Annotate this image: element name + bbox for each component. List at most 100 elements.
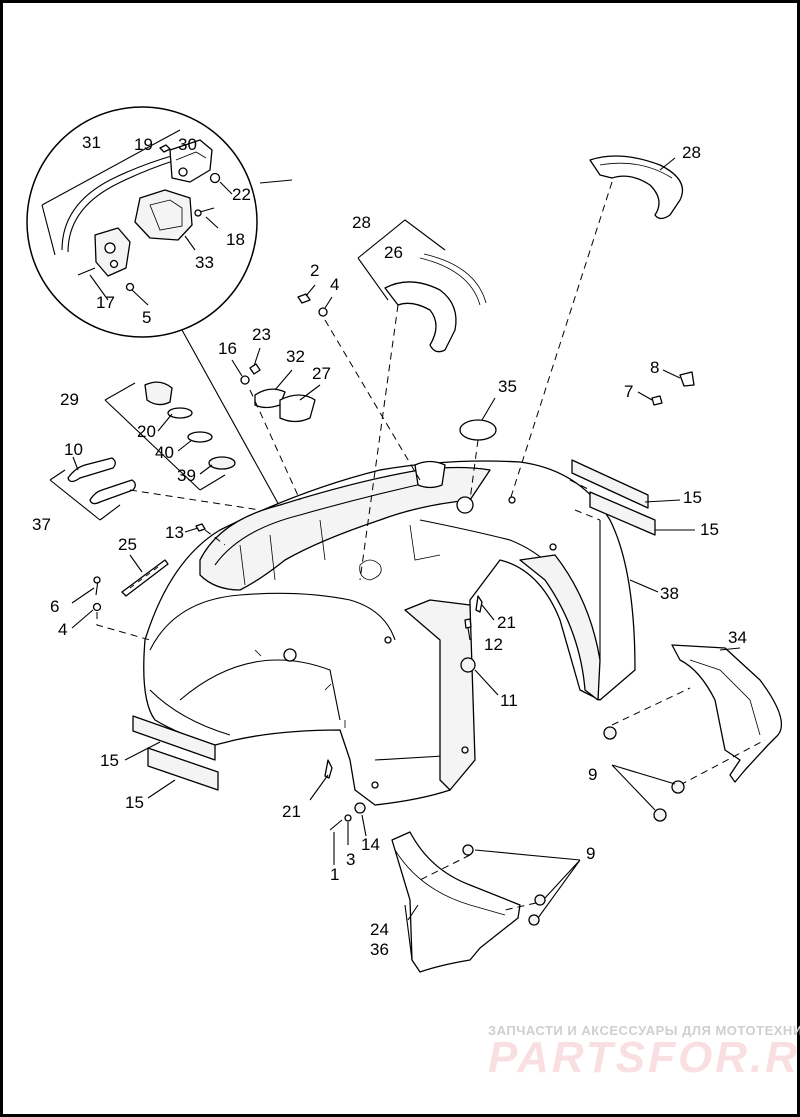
hinge-cover-28: [589, 155, 684, 220]
callout-13: 13: [165, 523, 184, 542]
callout-34: 34: [728, 628, 747, 647]
callout-27: 27: [312, 364, 331, 383]
callout-17: 17: [96, 293, 115, 312]
callout-28-mid: 28: [352, 213, 371, 232]
fastener-21b: [324, 759, 333, 779]
callout-29: 29: [60, 390, 79, 409]
part-8: [679, 371, 695, 387]
callout-6: 6: [50, 597, 59, 616]
callout-32: 32: [286, 347, 305, 366]
washer-3: [344, 814, 352, 822]
screw-2: [297, 293, 311, 304]
grommet-9b: [671, 780, 685, 794]
washer-4: [318, 307, 328, 317]
clip-19: [159, 144, 171, 153]
callout-4-top: 4: [330, 275, 339, 294]
callout-20: 20: [137, 422, 156, 441]
strip-25: [121, 559, 169, 597]
ring-40: [187, 431, 213, 443]
cap-35: [459, 419, 497, 441]
callout-18: 18: [226, 230, 245, 249]
cable-31: [61, 154, 176, 251]
part-7: [651, 395, 663, 406]
callout-37: 37: [32, 515, 51, 534]
fastener-21a: [475, 595, 483, 613]
callout-31: 31: [82, 133, 101, 152]
strip-15b: [589, 491, 656, 536]
washer-4b: [92, 602, 102, 612]
grommet-9d: [462, 844, 474, 856]
callout-22: 22: [232, 185, 251, 204]
grommet-9a: [603, 726, 617, 740]
bracket-34: [671, 644, 782, 783]
callout-39: 39: [177, 466, 196, 485]
callout-40: 40: [155, 443, 174, 462]
grommet-9c: [653, 808, 667, 822]
callout-4-left: 4: [58, 620, 67, 639]
callout-28-top: 28: [682, 143, 701, 162]
callout-15-d: 15: [125, 793, 144, 812]
strip-15c: [132, 715, 216, 761]
strip-10a: [67, 457, 116, 483]
callout-25: 25: [118, 535, 137, 554]
seal-39: [208, 456, 236, 470]
callout-10: 10: [64, 440, 83, 459]
grommet-9e: [534, 894, 546, 906]
callout-38: 38: [660, 584, 679, 603]
callout-12: 12: [484, 635, 503, 654]
callout-36: 36: [370, 940, 389, 959]
part-12: [464, 618, 472, 629]
callout-21-right: 21: [497, 613, 516, 632]
strip-15a: [571, 459, 649, 509]
callout-23: 23: [252, 325, 271, 344]
nut-11: [460, 657, 476, 673]
callout-21-bottom: 21: [282, 802, 301, 821]
watermark-tagline: ЗАПЧАСТИ И АКСЕССУАРЫ ДЛЯ МОТОТЕХНИКИ: [488, 1023, 800, 1038]
callout-labels: 31 19 30 22 18 33 17 5 28 28 26 2 4 16 2…: [32, 133, 747, 959]
lock-cylinder-29: [144, 381, 173, 406]
callout-26: 26: [384, 243, 403, 262]
callout-30: 30: [178, 135, 197, 154]
strip-10b: [89, 479, 136, 505]
grommet-14: [354, 802, 366, 814]
callout-7: 7: [624, 382, 633, 401]
screw-18: [199, 207, 215, 213]
callout-15-b: 15: [700, 520, 719, 539]
callout-15-a: 15: [683, 488, 702, 507]
part-23: [249, 363, 261, 375]
part-16: [240, 375, 250, 385]
bracket-33: [134, 189, 193, 241]
callout-33: 33: [195, 253, 214, 272]
callout-11: 11: [500, 691, 518, 710]
hinge-cover-26: [384, 281, 457, 353]
watermark-brand: PARTSFOR.RU: [488, 1033, 800, 1082]
callout-15-c: 15: [100, 751, 119, 770]
ring-20: [167, 407, 193, 419]
callout-14: 14: [361, 835, 380, 854]
callout-35: 35: [498, 377, 517, 396]
callout-19: 19: [134, 135, 153, 154]
callout-16: 16: [218, 339, 237, 358]
callout-8: 8: [650, 358, 659, 377]
watermark: ЗАПЧАСТИ И АКСЕССУАРЫ ДЛЯ МОТОТЕХНИКИ PA…: [488, 1023, 800, 1082]
saddlebag-shell-38: [143, 460, 636, 806]
callout-9-bottom: 9: [586, 844, 595, 863]
callout-3: 3: [346, 850, 355, 869]
latch-detail-inset: [26, 106, 258, 338]
nut-22: [209, 172, 221, 184]
callout-2: 2: [310, 261, 319, 280]
callout-1: 1: [330, 865, 339, 884]
callout-5: 5: [142, 308, 151, 327]
leader-lines: [71, 157, 741, 921]
clip-13: [195, 523, 206, 532]
cover-24-36: [391, 831, 521, 973]
strip-15d: [147, 747, 219, 791]
grommet-9f: [528, 914, 540, 926]
plate-27: [279, 394, 316, 423]
callout-9-right: 9: [588, 765, 597, 784]
callout-24: 24: [370, 920, 389, 939]
washer-5: [125, 282, 135, 292]
screw-17: [77, 267, 96, 276]
